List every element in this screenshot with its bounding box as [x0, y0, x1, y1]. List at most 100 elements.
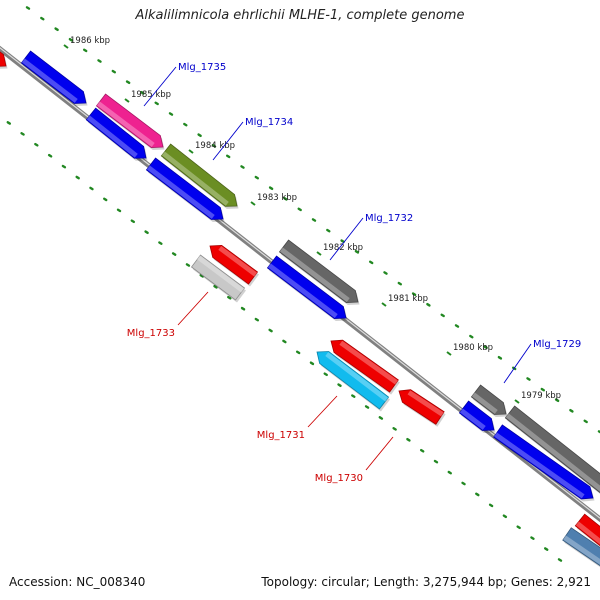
inner-tick-dot	[502, 514, 508, 519]
scale-tick-label: 1984 kbp	[195, 141, 235, 151]
outer-tick-dot	[469, 334, 474, 339]
scale-tick-label: 1979 kbp	[521, 391, 561, 401]
feature-blue-3	[145, 157, 225, 222]
scale-tick-mark	[446, 351, 452, 356]
inner-tick-dot	[516, 525, 521, 530]
inner-tick-dot	[213, 284, 218, 289]
outer-tick-dot	[454, 324, 460, 328]
scale-tick-label: 1983 kbp	[257, 193, 297, 203]
gene-label: Mlg_1733	[127, 328, 175, 339]
outer-tick-dot	[283, 196, 288, 201]
outer-tick-dot	[197, 133, 202, 138]
inner-tick-dot	[47, 153, 53, 158]
inner-tick-dot	[185, 263, 191, 267]
outer-tick-dot	[440, 313, 445, 318]
inner-tick-dot	[351, 394, 356, 398]
inner-tick-dot	[116, 208, 122, 213]
feature-steel-edge	[562, 527, 600, 568]
outer-tick-dot	[297, 207, 302, 212]
outer-tick-dot	[383, 271, 388, 275]
outer-tick-dot	[340, 239, 345, 244]
scale-tick-label: 1986 kbp	[70, 36, 110, 46]
outer-tick-dot	[583, 419, 588, 424]
inner-tick-dot	[103, 197, 108, 202]
scale-tick-mark	[63, 44, 69, 49]
inner-tick-dot	[378, 416, 384, 420]
outer-tick-dot	[540, 387, 546, 392]
scale-tick-label: 1985 kbp	[131, 90, 171, 100]
outer-tick-dot	[526, 377, 531, 381]
inner-tick-dot	[227, 295, 232, 300]
feature-blue-4	[266, 255, 348, 322]
outer-tick-dot	[326, 228, 331, 233]
genome-summary-text: Topology: circular; Length: 3,275,944 bp…	[261, 575, 591, 589]
inner-tick-dot	[6, 121, 12, 125]
inner-tick-dot	[447, 470, 452, 475]
outer-tick-dot	[368, 260, 374, 265]
outer-tick-dot	[497, 355, 503, 360]
gene-label: Mlg_1734	[245, 117, 293, 128]
inner-tick-dot	[557, 558, 563, 562]
feature-mlg-1734	[160, 143, 239, 209]
outer-tick-dot	[54, 27, 59, 32]
outer-tick-dot	[40, 16, 45, 21]
outer-tick-dot	[254, 175, 260, 180]
inner-tick-dot	[282, 339, 287, 344]
gene-label: Mlg_1731	[257, 430, 305, 441]
inner-tick-dot	[240, 306, 246, 311]
gene-label-leader	[143, 66, 177, 107]
outer-tick-dot	[82, 48, 88, 53]
inner-tick-dot	[323, 372, 328, 377]
scale-tick-mark	[316, 251, 322, 256]
gene-label-leader	[307, 395, 338, 428]
feature-mlg-1732	[278, 239, 360, 306]
feature-blue-2	[85, 107, 148, 161]
inner-tick-dot	[406, 437, 411, 442]
scale-ticks: 1986 kbp 1985 kbp 1984 kbp 1983 kbp 1982 kbp…	[63, 36, 561, 404]
outer-tick-dot	[154, 101, 159, 106]
outer-tick-dot	[25, 6, 31, 10]
feature-blue-6	[493, 424, 595, 502]
feature-mlg-1729-b	[504, 405, 600, 494]
feature-blue-5	[458, 400, 496, 433]
outer-tick-dot	[125, 80, 131, 85]
outer-tick-dot	[483, 345, 488, 350]
inner-tick-dot	[488, 503, 494, 508]
outer-tick-dot	[211, 143, 217, 148]
scale-tick-label: 1982 kbp	[323, 243, 363, 253]
feature-red-edge-left	[0, 51, 8, 69]
outer-tick-dot	[225, 154, 231, 159]
inner-tick-dot	[130, 219, 136, 224]
feature-mlg-1733	[190, 254, 246, 303]
outer-tick-dot	[411, 292, 417, 297]
gene-label: Mlg_1729	[533, 339, 581, 350]
gene-label: Mlg_1735	[178, 62, 226, 73]
outer-tick-dot	[554, 398, 560, 403]
inner-tick-dot	[20, 132, 25, 136]
scale-tick-mark	[514, 399, 520, 404]
scale-tick-mark	[250, 201, 256, 206]
gene-label-leader	[177, 291, 209, 326]
outer-tick-dot	[97, 59, 102, 63]
feature-red-1733	[209, 244, 259, 287]
inner-tick-dot	[158, 241, 163, 245]
gene-label-leader	[503, 343, 532, 384]
feature-red-edge-right	[574, 513, 600, 547]
outer-tick-dot	[268, 186, 274, 191]
gene-label-leader	[212, 121, 244, 161]
accession-text: Accession: NC_008340	[9, 575, 146, 589]
feature-mlg-1731	[316, 351, 391, 412]
outer-tick-dot	[240, 165, 245, 169]
scale-tick-mark	[381, 302, 387, 307]
feature-red-2	[330, 339, 400, 395]
inner-tick-dot	[295, 350, 301, 355]
inner-tick-dot	[433, 459, 439, 464]
gene-label-leader	[365, 436, 394, 471]
outer-tick-dot	[68, 37, 74, 42]
feature-mlg-1730	[398, 389, 446, 427]
scale-tick-mark	[188, 149, 194, 154]
inner-tick-dot	[530, 536, 535, 540]
inner-tick-dot	[171, 252, 177, 256]
